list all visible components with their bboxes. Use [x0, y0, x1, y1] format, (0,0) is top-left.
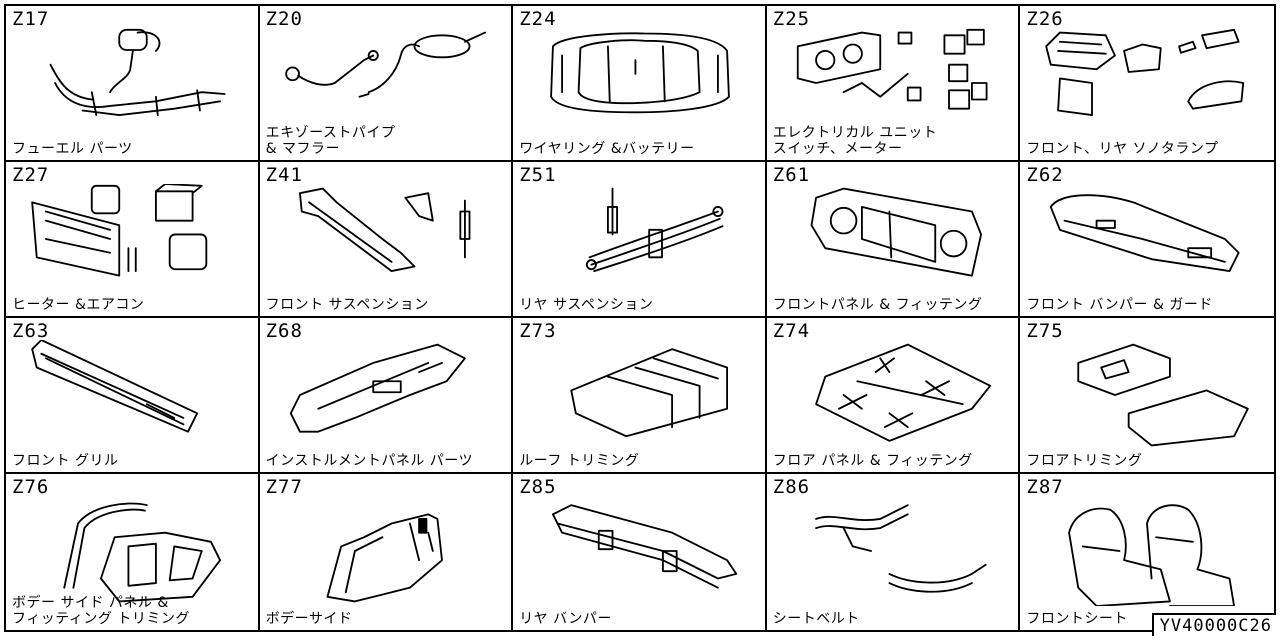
front-suspension-icon: [274, 184, 500, 294]
parts-cell-z63[interactable]: Z63 フロント グリル: [6, 318, 260, 474]
cell-code: Z68: [265, 320, 303, 342]
roof-trim-icon: [527, 340, 753, 450]
parts-cell-z41[interactable]: Z41 フロント サスペンション: [259, 162, 514, 318]
parts-cell-z26[interactable]: Z26 フロント、リヤ ソノタランプ: [1020, 6, 1274, 162]
parts-cell-z27[interactable]: Z27 ヒーター &エアコン: [6, 162, 260, 318]
cell-label: フロント グリル: [12, 453, 119, 469]
parts-cell-z74[interactable]: Z74 フロア パネル & フィッテング: [766, 318, 1021, 474]
floor-panel-icon: [781, 340, 1007, 450]
parts-cell-z86[interactable]: Z86 シートベルト: [767, 474, 1021, 630]
cell-code: Z85: [519, 476, 557, 498]
front-bumper-icon: [1034, 184, 1260, 294]
cell-label: ボデー サイド パネル & フィッティング トリミング: [12, 595, 190, 627]
cell-code: Z51: [519, 164, 557, 186]
fuel-parts-icon: [20, 28, 246, 138]
cell-label: ボデーサイド: [265, 611, 353, 627]
cell-code: Z86: [772, 476, 811, 498]
cell-label: フューエル パーツ: [12, 141, 133, 157]
rear-suspension-icon: [527, 184, 753, 294]
cell-code: Z76: [12, 476, 50, 498]
floor-trim-icon: [1034, 340, 1260, 450]
parts-index-grid: Z17 フューエル パーツ Z20 エキゾーストパイプ & マフラー Z24 ワイヤリング…: [4, 4, 1276, 632]
cell-label: ルーフ トリミング: [519, 453, 640, 469]
cell-code: Z25: [772, 8, 811, 30]
cell-label: エキゾーストパイプ & マフラー: [265, 125, 396, 157]
wiring-battery-icon: [527, 28, 753, 138]
cell-code: Z87: [1026, 476, 1064, 498]
parts-cell-z77[interactable]: Z77 ボデーサイド: [260, 474, 514, 630]
cell-code: Z74: [772, 320, 811, 342]
cell-label: ワイヤリング &バッテリー: [519, 141, 695, 157]
cell-code: Z20: [265, 8, 303, 30]
parts-cell-z51[interactable]: Z51 リヤ サスペンション: [513, 162, 767, 318]
seat-belt-icon: [781, 496, 1007, 606]
cell-label: フロントシート: [1026, 611, 1128, 627]
cell-code: Z41: [265, 164, 303, 186]
parts-cell-z62[interactable]: Z62 フロント バンパー & ガード: [1020, 162, 1274, 318]
body-side-panel-icon: [20, 496, 246, 606]
cell-label: フロントパネル & フィッテング: [772, 297, 983, 313]
cell-label: エレクトリカル ユニット スイッチ、メーター: [772, 125, 938, 157]
cell-label: フロアトリミング: [1026, 453, 1143, 469]
parts-cell-z25[interactable]: Z25 エレクトリカル ユニット スイッチ、メーター: [766, 6, 1021, 162]
cell-code: Z62: [1026, 164, 1064, 186]
cell-code: Z61: [772, 164, 811, 186]
cell-code: Z27: [12, 164, 50, 186]
body-side-icon: [274, 496, 500, 606]
cell-code: Z26: [1026, 8, 1064, 30]
parts-cell-z76[interactable]: Z76 ボデー サイド パネル & フィッティング トリミング: [6, 474, 260, 630]
cell-code: Z73: [519, 320, 557, 342]
parts-cell-z20[interactable]: Z20 エキゾーストパイプ & マフラー: [259, 6, 514, 162]
parts-cell-z73[interactable]: Z73 ルーフ トリミング: [513, 318, 767, 474]
cell-label: リヤ バンパー: [519, 611, 612, 627]
cell-code: Z24: [519, 8, 557, 30]
front-seat-icon: [1034, 496, 1260, 607]
parts-cell-z68[interactable]: Z68 インストルメントパネル パーツ: [259, 318, 514, 474]
instrument-panel-icon: [274, 340, 500, 450]
cell-label: シートベルト: [772, 611, 860, 627]
cell-label: フロント、リヤ ソノタランプ: [1026, 141, 1219, 157]
parts-cell-z17[interactable]: Z17 フューエル パーツ: [6, 6, 260, 162]
lamps-icon: [1034, 28, 1260, 138]
exhaust-muffler-icon: [274, 28, 500, 138]
rear-bumper-icon: [527, 496, 753, 606]
cell-label: フロア パネル & フィッテング: [772, 453, 973, 469]
parts-cell-z75[interactable]: Z75 フロアトリミング: [1020, 318, 1274, 474]
parts-cell-z61[interactable]: Z61 フロントパネル & フィッテング: [766, 162, 1021, 318]
catalog-id: YV40000C26: [1151, 613, 1276, 636]
front-panel-icon: [781, 184, 1007, 294]
heater-aircon-icon: [20, 183, 246, 294]
cell-label: フロント サスペンション: [265, 297, 429, 313]
parts-cell-z85[interactable]: Z85 リヤ バンパー: [513, 474, 767, 630]
cell-code: Z77: [265, 476, 303, 498]
cell-label: リヤ サスペンション: [519, 297, 654, 313]
cell-code: Z17: [12, 8, 50, 30]
cell-label: フロント バンパー & ガード: [1026, 297, 1213, 313]
cell-label: インストルメントパネル パーツ: [265, 453, 473, 469]
cell-label: ヒーター &エアコン: [12, 297, 145, 313]
cell-code: Z63: [12, 320, 50, 342]
front-grille-icon: [20, 339, 246, 450]
electrical-unit-icon: [781, 28, 1007, 138]
parts-cell-z24[interactable]: Z24 ワイヤリング &バッテリー: [513, 6, 767, 162]
cell-code: Z75: [1026, 320, 1064, 342]
parts-cell-z87[interactable]: Z87 フロントシート: [1020, 474, 1274, 630]
